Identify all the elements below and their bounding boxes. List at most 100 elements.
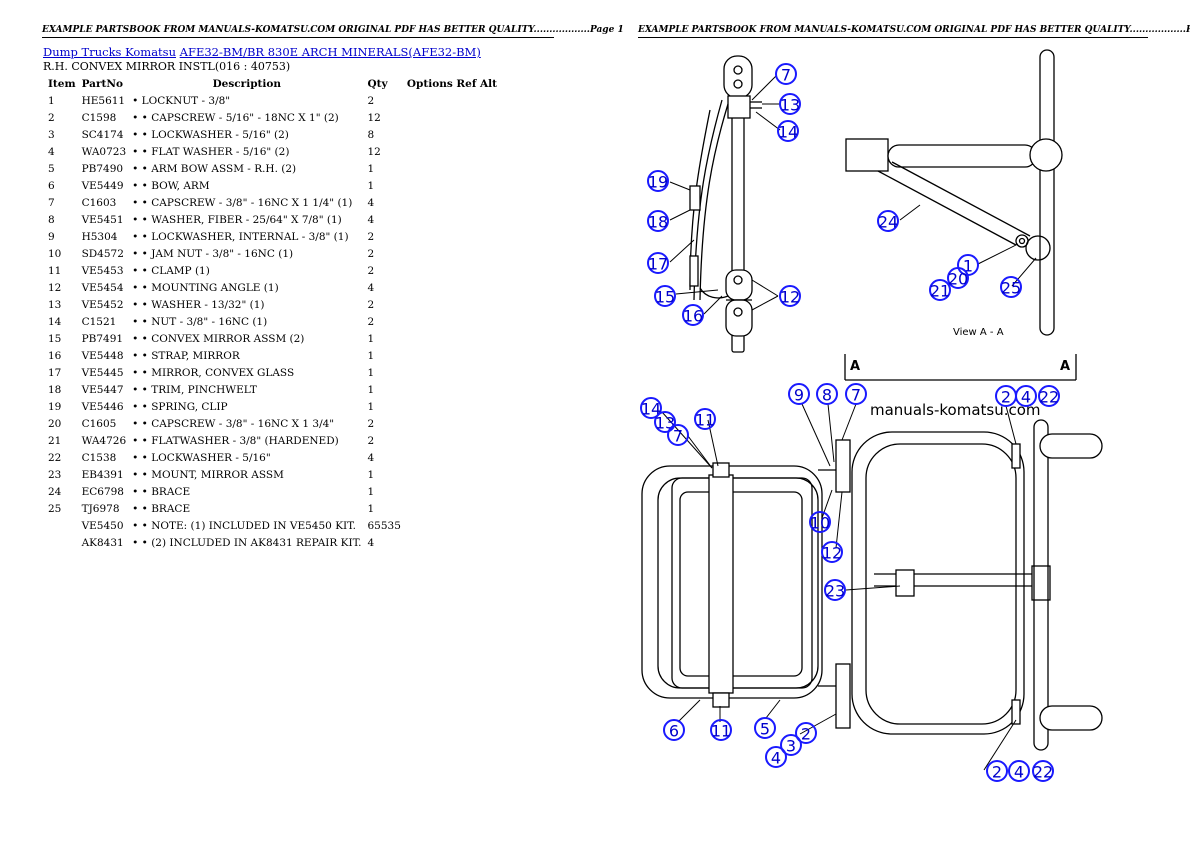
breadcrumb-link-dump-trucks[interactable]: Dump Trucks Komatsu	[43, 45, 176, 59]
cell-description: • • BOW, ARM	[132, 179, 210, 192]
col-item: Item	[48, 78, 76, 90]
cell-description: • • CLAMP (1)	[132, 264, 210, 277]
watermark-text: manuals-komatsu.com	[870, 401, 1041, 419]
callout-number: 11	[711, 722, 731, 741]
cell-partno: VE5453	[81, 264, 124, 277]
callout-circle	[780, 734, 802, 756]
callout-circle	[777, 120, 799, 142]
callout-4: 4	[1008, 760, 1030, 782]
callout-circle	[1008, 760, 1030, 782]
callout-10: 10	[809, 511, 831, 533]
callout-number: 2	[992, 763, 1002, 782]
view-a-a: View A - A	[845, 49, 1063, 338]
callout-number: 17	[648, 255, 668, 274]
callout-circle	[647, 252, 669, 274]
cell-item: 6	[48, 179, 55, 192]
callout-number: 11	[695, 411, 715, 430]
cell-qty: 4	[367, 536, 375, 549]
cell-item: 21	[48, 434, 62, 447]
callout-number: 8	[822, 386, 832, 405]
cell-partno: VE5454	[81, 281, 124, 294]
cell-qty: 2	[367, 315, 375, 328]
callout-circle	[779, 93, 801, 115]
cell-partno: VE5445	[81, 366, 124, 379]
cell-partno: VE5448	[81, 349, 124, 362]
callout-circle	[821, 541, 843, 563]
cell-partno: TJ6978	[81, 502, 120, 515]
cell-item: 12	[48, 281, 62, 294]
cell-qty: 12	[367, 111, 381, 124]
cell-description: • • MIRROR, CONVEX GLASS	[132, 366, 295, 379]
cell-qty: 2	[367, 230, 375, 243]
callout-7: 7	[667, 424, 689, 446]
cell-item: 7	[48, 196, 55, 209]
callout-number: 3	[786, 737, 796, 756]
callout-circle	[824, 579, 846, 601]
cell-qty: 2	[367, 298, 375, 311]
callout-circle	[816, 383, 838, 405]
cell-qty: 4	[367, 281, 375, 294]
callout-22: 22	[1032, 760, 1054, 782]
col-options: Options Ref Alt	[406, 78, 497, 90]
callout-circle	[654, 285, 676, 307]
cell-description: • • LOCKWASHER - 5/16"	[132, 451, 271, 464]
callout-number: 5	[760, 720, 770, 739]
callout-number: 21	[930, 282, 950, 301]
callout-number: 23	[825, 582, 845, 601]
callout-number: 15	[655, 288, 675, 307]
cell-description: • LOCKNUT - 3/8"	[132, 94, 231, 107]
callout-12: 12	[821, 541, 843, 563]
cell-description: • • TRIM, PINCHWELT	[132, 383, 257, 396]
callout-2: 2	[986, 760, 1008, 782]
col-description: Description	[212, 78, 282, 90]
cell-item: 14	[48, 315, 62, 328]
cell-partno: H5304	[81, 230, 118, 243]
callout-24: 24	[877, 210, 899, 232]
callout-13: 13	[779, 93, 801, 115]
cell-qty: 2	[367, 434, 375, 447]
callout-circle	[775, 63, 797, 85]
cell-qty: 4	[367, 451, 375, 464]
cell-item: 8	[48, 213, 55, 226]
breadcrumb: Dump Trucks Komatsu AFE32-BM/BR 830E ARC…	[43, 45, 481, 59]
cell-item: 17	[48, 366, 62, 379]
callout-9: 9	[788, 383, 810, 405]
callout-number: 7	[851, 386, 861, 405]
callout-number: 22	[1039, 388, 1059, 407]
cell-qty: 8	[367, 128, 375, 141]
callout-circle	[663, 719, 685, 741]
callout-15: 15	[654, 285, 676, 307]
callout-4: 4	[765, 746, 787, 768]
cell-description: • • BRACE	[132, 502, 191, 515]
cell-item: 20	[48, 417, 62, 430]
cell-description: • • FLATWASHER - 3/8" (HARDENED)	[132, 434, 339, 447]
breadcrumb-link-model[interactable]: AFE32-BM/BR 830E ARCH MINERALS(AFE32-BM)	[179, 45, 481, 59]
callout-circle	[765, 746, 787, 768]
cell-qty: 1	[367, 349, 375, 362]
callout-circle	[1015, 385, 1037, 407]
cell-description: • • (2) INCLUDED IN AK8431 REPAIR KIT.	[132, 536, 362, 549]
callout-circle	[1032, 760, 1054, 782]
front-view: A A manuals-komatsu.com	[641, 354, 1103, 751]
cell-item: 16	[48, 349, 62, 362]
callout-circle	[694, 408, 716, 430]
cell-qty: 4	[367, 196, 375, 209]
cell-description: • • NUT - 3/8" - 16NC (1)	[132, 315, 268, 328]
callout-3: 3	[780, 734, 802, 756]
cell-partno: PB7490	[81, 162, 124, 175]
cell-item: 3	[48, 128, 55, 141]
